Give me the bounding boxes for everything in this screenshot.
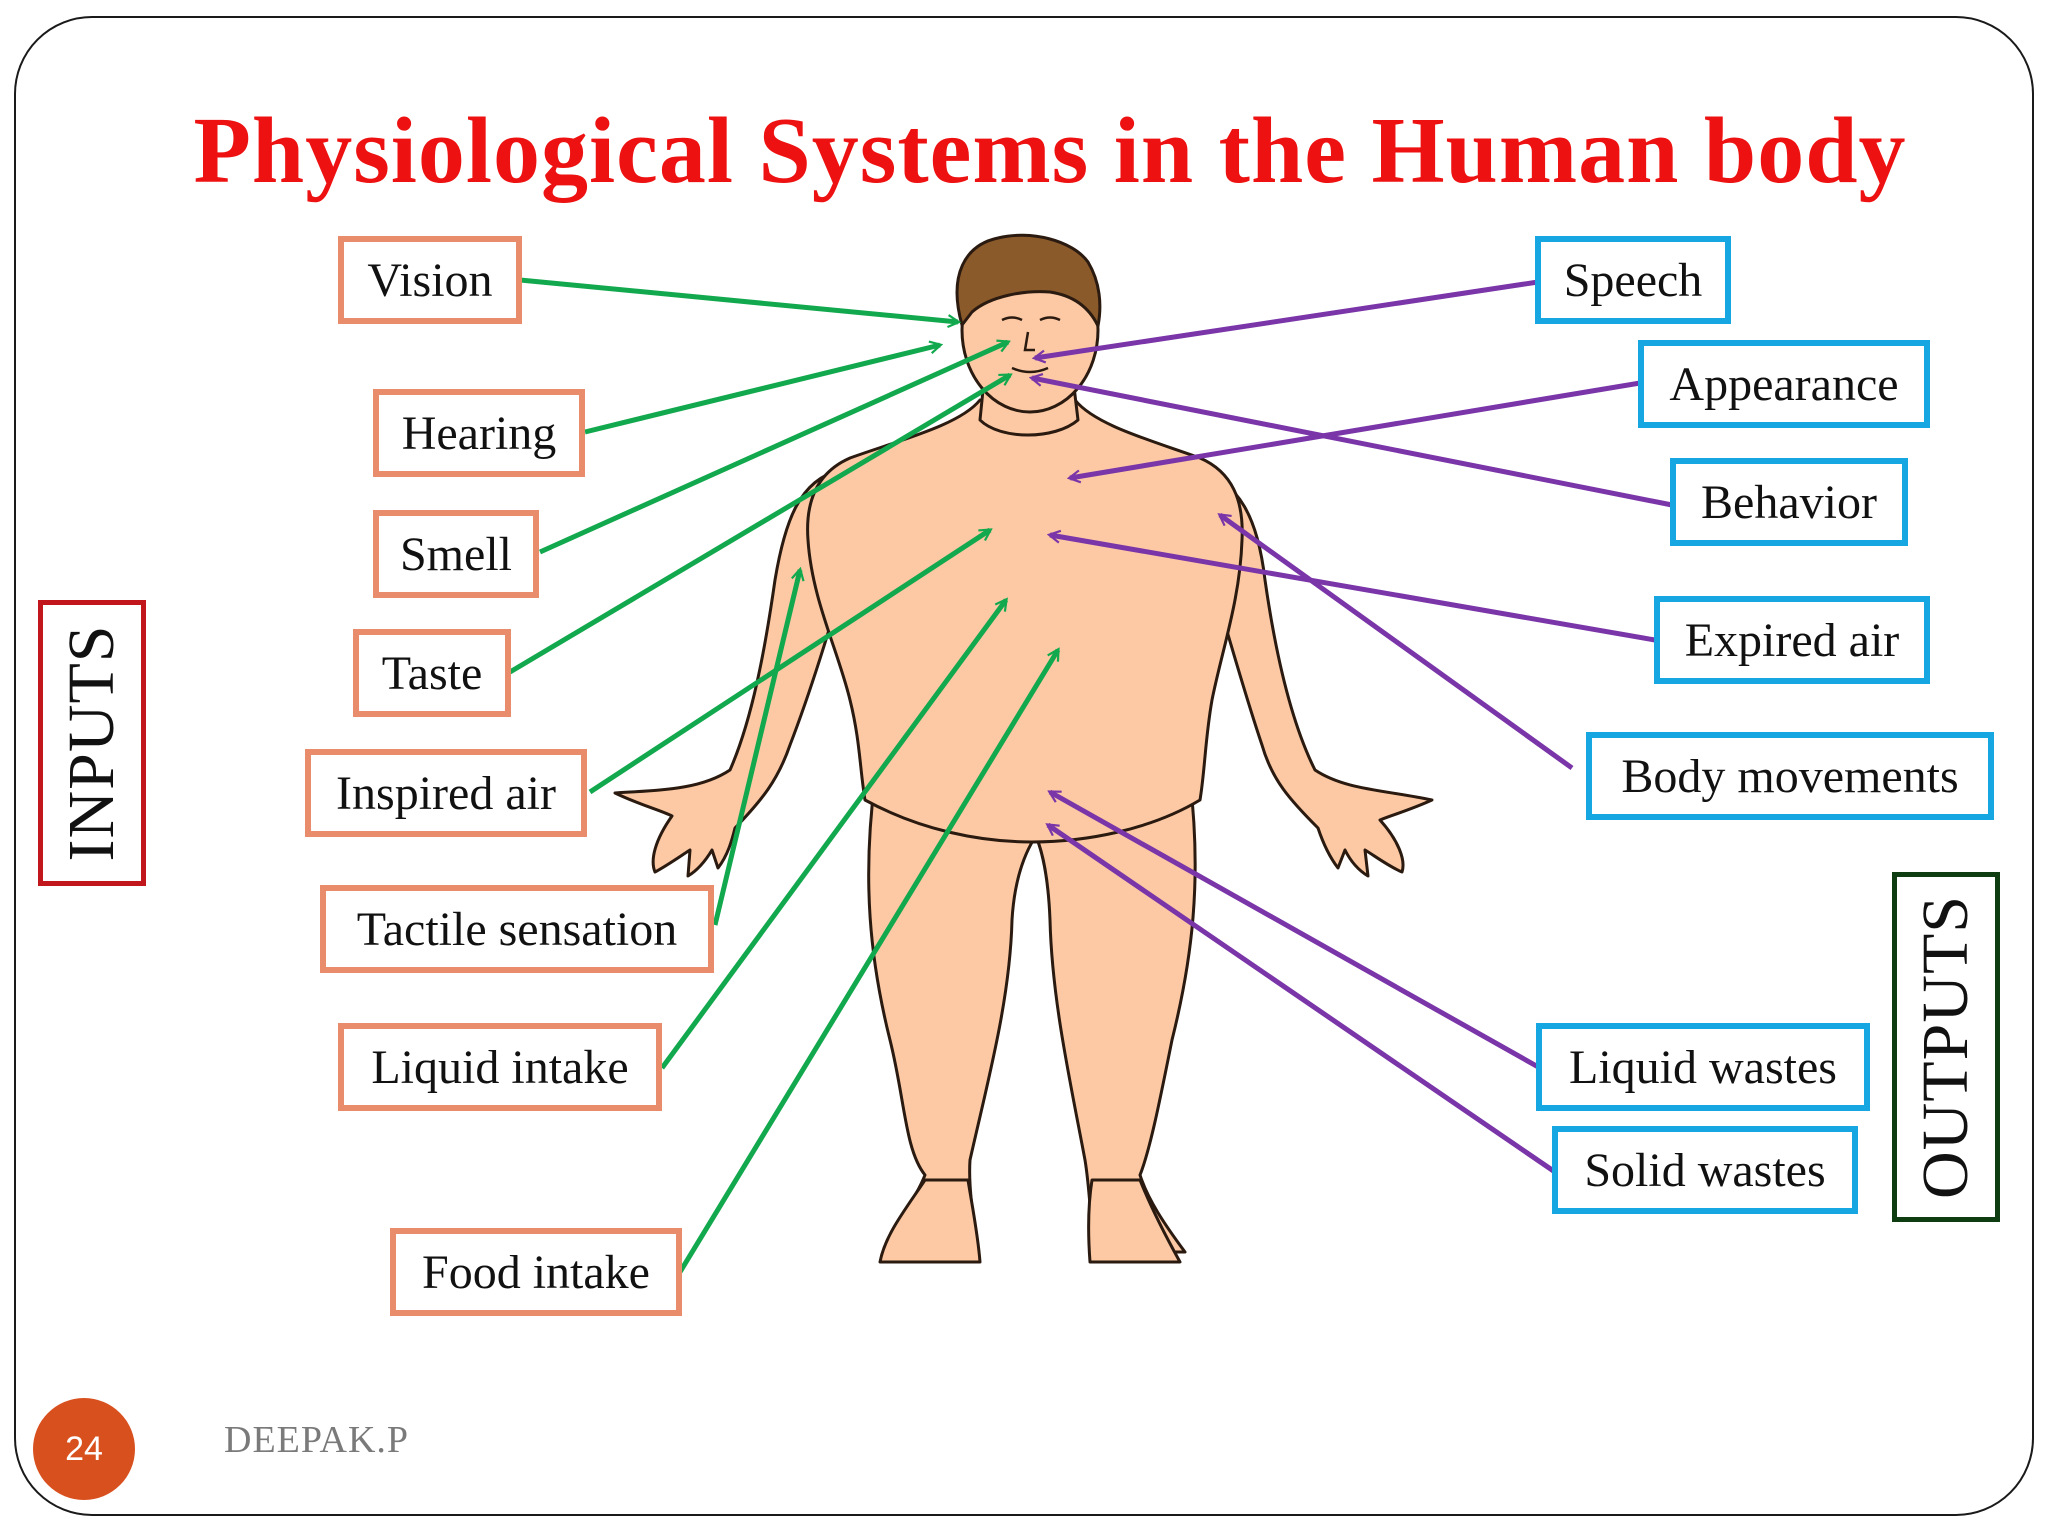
input-box-liquid-intake: Liquid intake	[338, 1023, 662, 1111]
arrow-solid-wastes	[1048, 822, 1557, 1175]
hair	[955, 233, 1102, 328]
arrow-liquid-wastes	[1050, 789, 1542, 1071]
arrow-expired-air	[1050, 535, 1656, 643]
inputs-heading: INPUTS	[55, 624, 128, 862]
output-box-solid-wastes: Solid wastes	[1552, 1126, 1858, 1214]
input-box-tactile-sensation: Tactile sensation	[320, 885, 714, 973]
input-arrows	[508, 277, 1061, 1274]
arrow-smell	[538, 342, 1008, 555]
arrow-body-movements	[1220, 512, 1574, 771]
inputs-heading-box: INPUTS	[38, 600, 146, 886]
output-box-behavior: Behavior	[1670, 458, 1908, 546]
left-foot	[878, 1178, 982, 1264]
output-box-expired-air: Expired air	[1654, 596, 1930, 684]
outputs-heading-box: OUTPUTS	[1892, 872, 2000, 1222]
arrow-taste	[508, 372, 1010, 675]
input-box-smell: Smell	[373, 510, 539, 598]
slide-number-badge: 24	[33, 1398, 135, 1500]
human-figure	[613, 233, 1434, 1264]
output-arrows	[1032, 279, 1673, 1175]
arrow-liquid-intake	[659, 600, 1009, 1070]
arrow-inspired-air	[588, 527, 990, 795]
input-box-inspired-air: Inspired air	[305, 749, 587, 837]
arrow-speech	[1035, 279, 1539, 358]
output-box-speech: Speech	[1535, 236, 1731, 324]
input-box-taste: Taste	[353, 629, 511, 717]
input-box-hearing: Hearing	[373, 389, 585, 477]
arrow-vision	[519, 277, 958, 322]
author-label: DEEPAK.P	[224, 1419, 410, 1461]
arrow-food-intake	[677, 650, 1061, 1274]
right-foot	[1087, 1178, 1182, 1264]
arrow-appearance	[1070, 380, 1641, 478]
torso	[806, 398, 1244, 844]
facial-features	[1001, 316, 1061, 374]
input-box-food-intake: Food intake	[390, 1228, 682, 1316]
input-box-vision: Vision	[338, 236, 522, 324]
output-box-body-movements: Body movements	[1586, 732, 1994, 820]
output-box-appearance: Appearance	[1638, 340, 1930, 428]
slide-title: Physiological Systems in the Human body	[193, 99, 1907, 203]
arrow-tactile-sensation	[712, 570, 800, 926]
output-box-liquid-wastes: Liquid wastes	[1536, 1023, 1870, 1111]
outputs-heading: OUTPUTS	[1909, 894, 1982, 1200]
arrow-behavior	[1032, 378, 1673, 508]
arrow-hearing	[584, 345, 940, 435]
